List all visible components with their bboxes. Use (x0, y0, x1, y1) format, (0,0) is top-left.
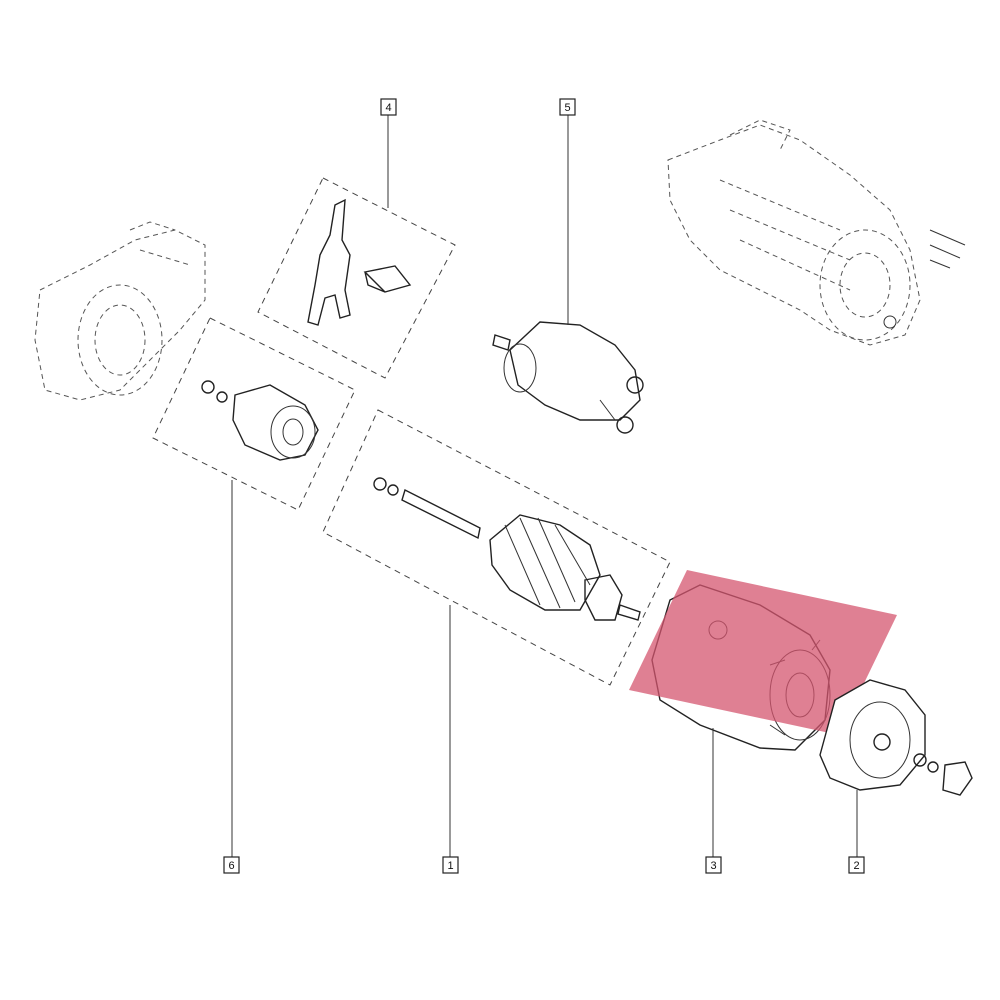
callout-6: 6 (223, 856, 240, 874)
end-cover-part-2 (819, 679, 973, 796)
group-box-part-6 (152, 317, 356, 511)
callout-1-label: 1 (447, 860, 453, 872)
callout-5: 5 (559, 98, 576, 116)
armature-shaft (401, 488, 481, 540)
drive-pinion (232, 384, 319, 461)
end-washer-2 (927, 761, 939, 773)
part-3-highlight (629, 570, 897, 735)
end-washer-1 (913, 753, 927, 767)
solenoid-part-5 (492, 321, 644, 434)
shift-fork-lever (307, 198, 351, 326)
callout-6-label: 6 (228, 860, 234, 872)
armature-washer-1 (373, 477, 387, 491)
assembled-starter-ghost (667, 119, 966, 346)
callout-4-label: 4 (385, 102, 391, 114)
leader-lines (231, 115, 858, 857)
armature-washer-2 (387, 484, 399, 496)
commutator (584, 574, 623, 621)
callout-4: 4 (380, 98, 397, 116)
callout-3-label: 3 (710, 860, 716, 872)
fork-pad (363, 265, 412, 293)
callout-1: 1 (442, 856, 459, 874)
callout-2-label: 2 (853, 860, 859, 872)
armature-core (489, 514, 601, 611)
end-nut (942, 761, 973, 796)
callout-2: 2 (848, 856, 865, 874)
pinion-washer-1 (201, 380, 215, 394)
pinion-washer-2 (216, 391, 228, 403)
callout-3: 3 (705, 856, 722, 874)
group-box-part-4 (257, 177, 456, 379)
starter-housing-ghost (34, 221, 206, 401)
group-box-part-1 (322, 409, 671, 686)
field-yoke-part-3 (629, 570, 897, 751)
callout-5-label: 5 (564, 102, 570, 114)
